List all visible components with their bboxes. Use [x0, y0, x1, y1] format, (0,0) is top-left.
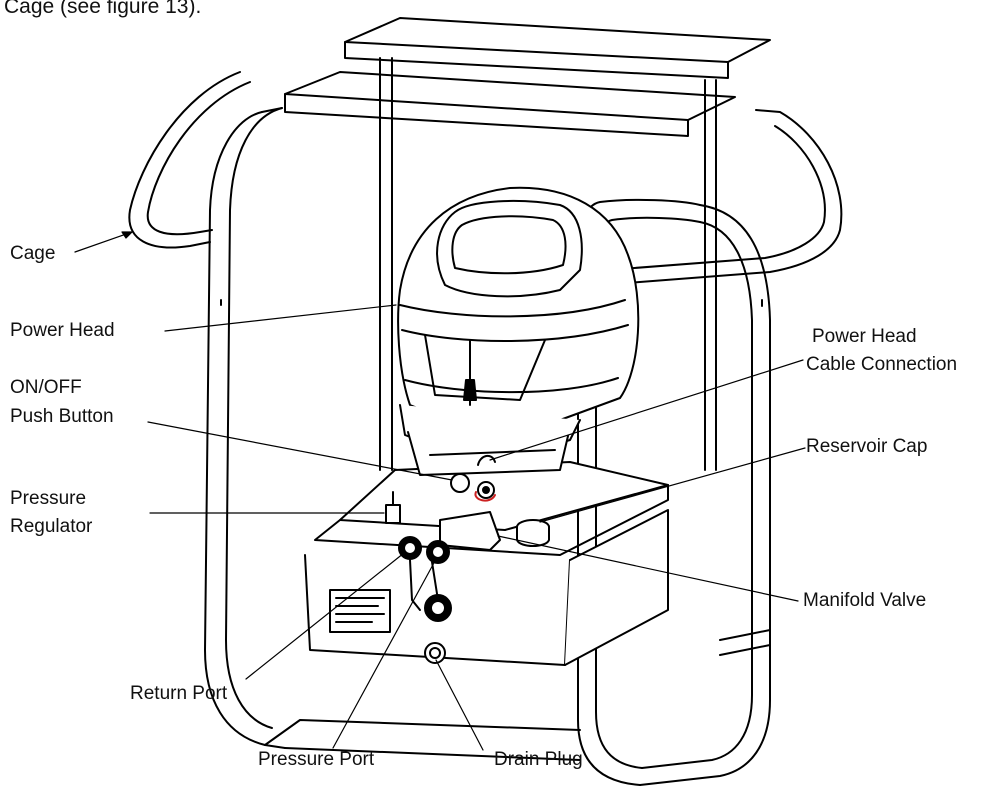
- figure-caption: Cage (see figure 13).: [4, 0, 202, 18]
- label-return-port: Return Port: [130, 683, 228, 704]
- couplers: [398, 536, 452, 622]
- cage-left-handle: [128, 71, 241, 249]
- label-power-head-cable-line1: Power Head: [812, 326, 917, 347]
- leader-lines: [74, 231, 806, 751]
- cage-back-frame: [284, 17, 771, 471]
- label-onoff-line1: ON/OFF: [10, 377, 82, 398]
- label-cage: Cage: [10, 243, 56, 264]
- cage-right-handle: [599, 109, 843, 286]
- manifold-valve-shape: [439, 511, 501, 551]
- drain-plug-shape: [424, 642, 446, 664]
- label-reservoir-cap: Reservoir Cap: [806, 436, 928, 457]
- label-onoff-line2: Push Button: [10, 406, 114, 427]
- cage-left-loop: [204, 107, 286, 749]
- label-pressure-regulator-line1: Pressure: [10, 488, 87, 509]
- label-power-head-cable-line2: Cable Connection: [806, 354, 958, 375]
- label-pressure-regulator-line2: Regulator: [10, 516, 93, 537]
- label-drain-plug: Drain Plug: [494, 749, 583, 770]
- label-manifold-valve: Manifold Valve: [803, 590, 927, 611]
- label-power-head: Power Head: [10, 320, 115, 341]
- reservoir-cap-shape: [516, 519, 550, 547]
- power-head-body: [397, 186, 640, 448]
- pressure-regulator-shape: [385, 491, 401, 524]
- label-pressure-port: Pressure Port: [258, 749, 375, 770]
- onoff-button-shape: [450, 473, 470, 493]
